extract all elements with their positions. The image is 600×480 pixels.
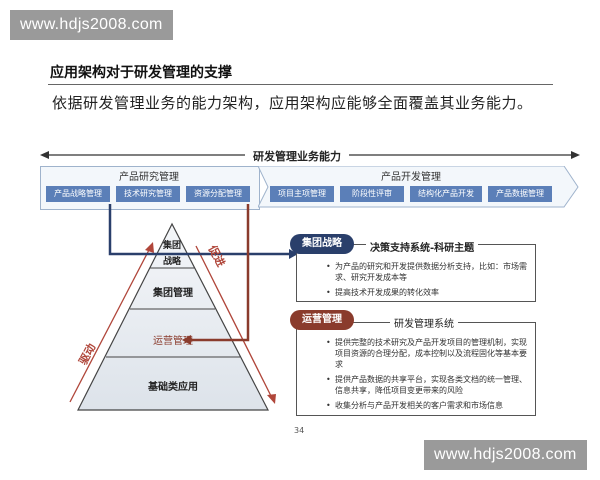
- connector-research-to-strategy: [108, 204, 290, 256]
- pyramid-base-applications: 基础类应用: [148, 382, 198, 393]
- slide-subtitle: 依据研发管理业务的能力架构，应用架构应能够全面覆盖其业务能力。: [52, 94, 533, 112]
- connector-development-to-operations: [190, 204, 250, 342]
- capability-structured-development: 结构化产品开发: [410, 186, 482, 202]
- pyramid-operations-management: 运营管理: [153, 336, 193, 347]
- pyramid-top-label-2: 战略: [162, 257, 181, 267]
- page-number: 34: [294, 426, 305, 435]
- rd-management-bullet: 提供完整的技术研究及产品开发项目的管理机制，实现项目资源的合理分配，成本控制以及…: [325, 337, 529, 370]
- capability-label: 研发管理业务能力: [245, 148, 349, 164]
- development-group-label: 产品开发管理: [381, 172, 441, 183]
- decision-support-bullet: 提高技术开发成果的转化效率: [325, 287, 529, 298]
- rd-management-bullet: 收集分析与产品开发相关的客户需求和市场信息: [325, 400, 529, 411]
- decision-support-title-wrap: 决策支持系统-科研主题: [366, 236, 479, 255]
- rd-management-panel: 提供完整的技术研究及产品开发项目的管理机制，实现项目资源的合理分配，成本控制以及…: [296, 322, 536, 416]
- capability-product-data: 产品数据管理: [488, 186, 552, 202]
- capability-resource-allocation: 资源分配管理: [186, 186, 250, 202]
- capability-tech-research: 技术研究管理: [116, 186, 180, 202]
- capability-phase-review: 阶段性评审: [340, 186, 404, 202]
- promote-arrow: [195, 245, 273, 399]
- capability-product-strategy: 产品战略管理: [46, 186, 110, 202]
- slide-title: 应用架构对于研发管理的支撑: [50, 65, 232, 81]
- decision-support-bullet: 为产品的研究和开发提供数据分析支持，比如：市场需求、研究开发成本等: [325, 261, 529, 283]
- pyramid-group-management: 集团管理: [153, 288, 193, 299]
- operations-management-tag: 运营管理: [290, 310, 354, 330]
- drive-arrow: [69, 247, 151, 403]
- drive-arrowhead: [145, 242, 154, 253]
- rd-management-bullet: 提供产品数据的共享平台，实现各类文档的统一管理、信息共享，降低项目变更带来的风险: [325, 374, 529, 396]
- pyramid-top-label: 集团: [162, 241, 181, 251]
- connector-research-arrowhead: [289, 249, 298, 259]
- pyramid-shape: [77, 222, 269, 411]
- decision-support-bullets: 为产品的研究和开发提供数据分析支持，比如：市场需求、研究开发成本等 提高技术开发…: [325, 261, 529, 302]
- capability-project-management: 项目主项管理: [270, 186, 334, 202]
- watermark-top: www.hdjs2008.com: [10, 10, 173, 40]
- rd-management-title: 研发管理系统: [394, 319, 454, 330]
- watermark-bottom: www.hdjs2008.com: [424, 440, 587, 470]
- connector-operations-arrowhead: [182, 335, 191, 345]
- rd-management-bullets: 提供完整的技术研究及产品开发项目的管理机制，实现项目资源的合理分配，成本控制以及…: [325, 337, 529, 415]
- research-group-label: 产品研究管理: [119, 172, 179, 183]
- rd-management-title-wrap: 研发管理系统: [390, 312, 458, 331]
- promote-arrowhead: [267, 394, 276, 404]
- group-strategy-tag: 集团战略: [290, 234, 354, 254]
- decision-support-title: 决策支持系统-科研主题: [370, 243, 475, 254]
- title-divider: [48, 84, 553, 85]
